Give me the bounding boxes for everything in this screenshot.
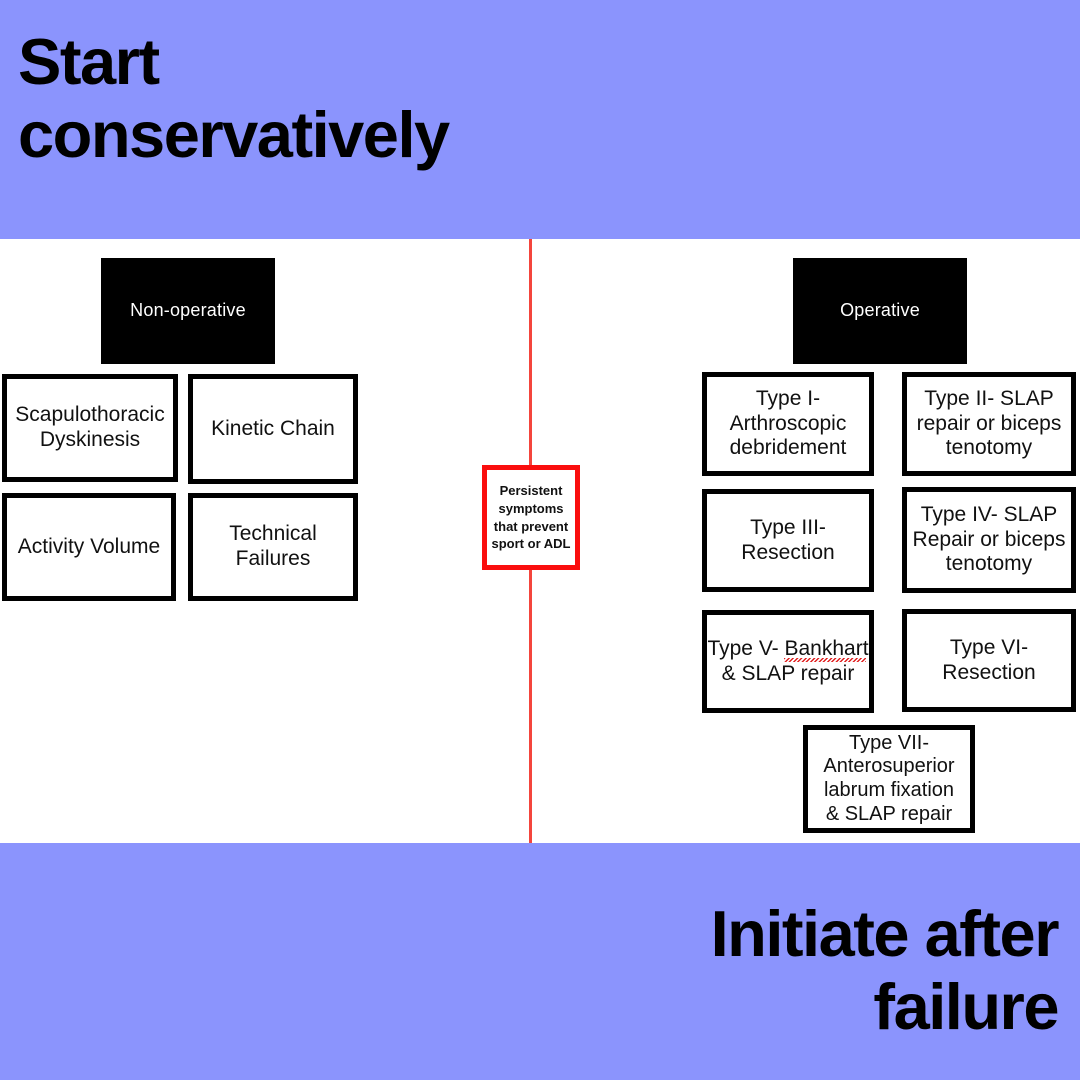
non-operative-item-scapulothoracic-dyskinesis: Scapulothoracic Dyskinesis	[2, 374, 178, 482]
operative-item-type-vi: Type VI- Resection	[902, 609, 1076, 712]
operative-item-type-ii: Type II- SLAP repair or biceps tenotomy	[902, 372, 1076, 476]
top-banner-title: Start conservatively	[18, 25, 450, 171]
operative-item-type-iv: Type IV- SLAP Repair or biceps tenotomy	[902, 487, 1076, 593]
operative-item-type-v: Type V- Bankhart & SLAP repair	[702, 610, 874, 713]
top-banner: Start conservatively	[0, 0, 1080, 239]
non-operative-item-activity-volume: Activity Volume	[2, 493, 176, 601]
operative-item-type-iii: Type III- Resection	[702, 489, 874, 592]
operative-header-box: Operative	[793, 258, 967, 364]
non-operative-item-kinetic-chain: Kinetic Chain	[188, 374, 358, 484]
gate-box-persistent-symptoms: Persistent symptoms that prevent sport o…	[482, 465, 580, 570]
bottom-banner: Initiate after failure	[0, 843, 1080, 1080]
spellcheck-squiggle-icon	[784, 658, 866, 662]
operative-item-type-vii: Type VII- Anterosuperior labrum fixation…	[803, 725, 975, 833]
bottom-banner-title: Initiate after failure	[710, 897, 1060, 1043]
operative-item-type-i: Type I- Arthroscopic debridement	[702, 372, 874, 476]
non-operative-item-technical-failures: Technical Failures	[188, 493, 358, 601]
non-operative-header-box: Non-operative	[101, 258, 275, 364]
